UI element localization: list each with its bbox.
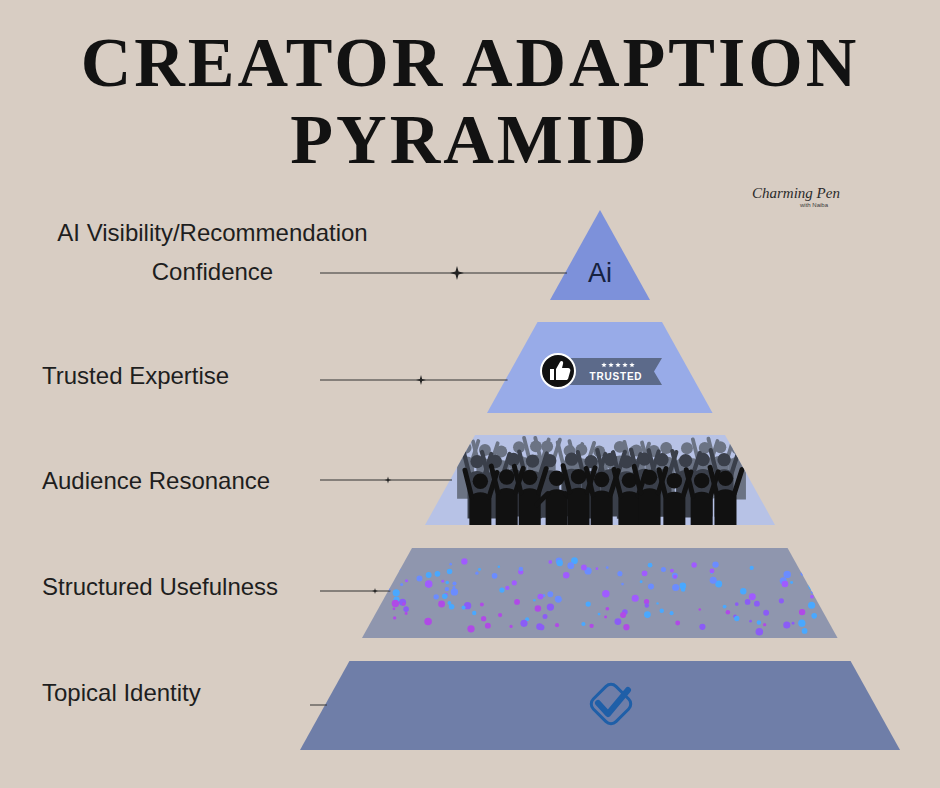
leader-line: [320, 480, 452, 481]
band-fill: [300, 661, 900, 750]
sparkle-star: [372, 588, 378, 594]
band-fill: [362, 548, 838, 638]
pyramid-band: Audience Resonance: [425, 435, 775, 525]
pyramid-band: Structured Usefulness: [362, 548, 838, 638]
sparkle-star: [450, 266, 464, 280]
leader-line: [310, 705, 327, 706]
ai-logo-text: Ai: [570, 257, 630, 289]
band-shape: [487, 322, 713, 413]
leader-line: [320, 380, 508, 381]
title-wrap: CREATOR ADAPTION PYRAMID: [0, 24, 940, 178]
leader-line: [320, 591, 390, 592]
pyramid-band: AI Visibility/Recommendation ConfidenceA…: [550, 210, 650, 300]
check-icon: [588, 681, 633, 726]
sparkle-star: [385, 477, 392, 484]
level-label: Topical Identity: [42, 678, 201, 708]
band-shape: [362, 548, 838, 638]
band-fill: [425, 435, 775, 525]
sparkle-star: [416, 375, 426, 385]
badge-text: TRUSTED: [572, 371, 660, 383]
watermark-subtext: with Naiba: [800, 201, 828, 209]
diagram-title: CREATOR ADAPTION PYRAMID: [77, 24, 863, 178]
band-shape: [425, 435, 775, 525]
dot-texture: [387, 557, 817, 635]
pyramid-band: Topical Identity: [300, 661, 900, 750]
band-shape: [300, 661, 900, 750]
level-label: Audience Resonance: [42, 466, 270, 496]
level-label: Trusted Expertise: [42, 361, 229, 391]
band-fill: [487, 322, 713, 413]
level-label: AI Visibility/Recommendation Confidence: [25, 213, 400, 291]
leader-line: [320, 273, 567, 274]
watermark-text: Charming Pen: [752, 184, 840, 202]
trusted-badge: [541, 354, 662, 388]
crowd-illustration: [454, 438, 753, 547]
pyramid-band: Trusted ExpertiseTRUSTED: [487, 322, 713, 413]
band-fill: [550, 210, 650, 300]
level-label: Structured Usefulness: [42, 572, 278, 602]
